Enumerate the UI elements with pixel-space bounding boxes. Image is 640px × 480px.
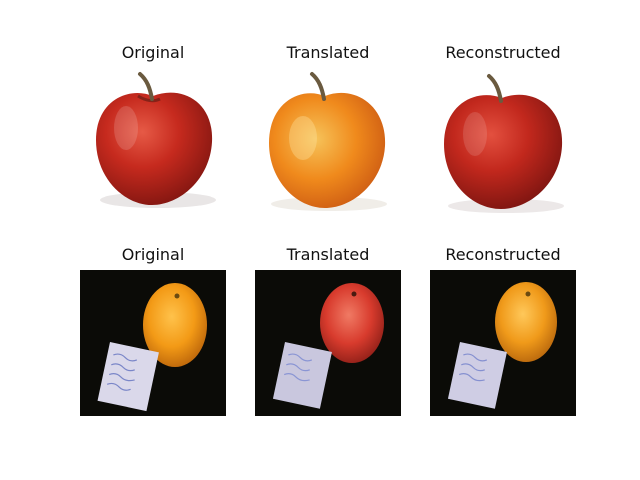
fruit-note-image [430, 270, 576, 416]
panel-title: Reconstructed [445, 245, 561, 264]
fruit-note-image [255, 270, 401, 416]
panel-title: Reconstructed [445, 43, 561, 62]
panel-title: Translated [286, 43, 370, 62]
apple-image [80, 68, 226, 214]
panel-title: Original [121, 245, 185, 264]
panel-title: Original [121, 43, 185, 62]
fruit-note-image [80, 270, 226, 416]
apple-image [430, 68, 576, 214]
panel-title: Translated [286, 245, 370, 264]
apple-image [255, 68, 401, 214]
